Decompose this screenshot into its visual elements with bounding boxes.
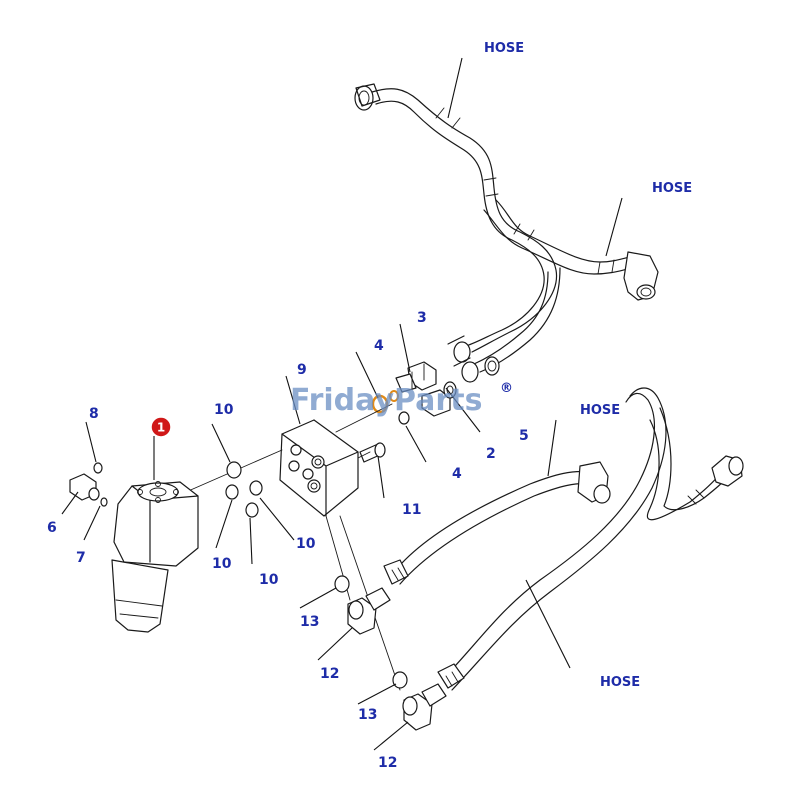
label-part-3[interactable]: 3 xyxy=(417,310,427,326)
label-part-10-top[interactable]: 10 xyxy=(214,402,234,418)
label-part-6[interactable]: 6 xyxy=(47,520,57,536)
o-rings-10 xyxy=(225,461,263,518)
label-part-4-top[interactable]: 4 xyxy=(374,338,384,354)
label-part-10-bottom[interactable]: 10 xyxy=(259,572,279,588)
label-part-10-left[interactable]: 10 xyxy=(212,556,232,572)
label-part-5[interactable]: 5 xyxy=(519,428,529,444)
label-hose-right[interactable]: HOSE xyxy=(652,181,692,196)
watermark-text: FridayParts xyxy=(290,383,482,418)
label-hose-bottom[interactable]: HOSE xyxy=(600,675,640,690)
label-part-9[interactable]: 9 xyxy=(297,362,307,378)
label-part-7[interactable]: 7 xyxy=(76,550,86,566)
fittings-6-7-8 xyxy=(69,462,108,507)
part-1-badge[interactable]: 1 xyxy=(150,416,172,438)
label-part-11[interactable]: 11 xyxy=(402,502,421,518)
bolt-11 xyxy=(357,442,386,463)
watermark-registered-mark: ® xyxy=(500,381,513,396)
watermark: FridayParts ® xyxy=(290,381,513,418)
connector-group-3-4-2 xyxy=(371,361,457,425)
top-hose-assembly xyxy=(354,83,659,383)
label-hose-mid[interactable]: HOSE xyxy=(580,403,620,418)
lower-hose-assembly xyxy=(383,387,744,691)
label-part-2[interactable]: 2 xyxy=(486,446,496,462)
valve-block-9 xyxy=(185,403,401,691)
elbows-12-13 xyxy=(334,575,447,731)
callout-labels: HOSE HOSE HOSE HOSE 2 3 4 4 5 6 7 8 9 10… xyxy=(47,41,692,771)
label-part-13-top[interactable]: 13 xyxy=(300,614,319,630)
label-part-4-bottom[interactable]: 4 xyxy=(452,466,462,482)
part-1-label: 1 xyxy=(157,421,165,435)
leader-lines xyxy=(61,57,623,751)
label-hose-top[interactable]: HOSE xyxy=(484,41,524,56)
label-part-12-bottom[interactable]: 12 xyxy=(378,755,397,771)
label-part-12-top[interactable]: 12 xyxy=(320,666,339,682)
label-part-8[interactable]: 8 xyxy=(89,406,99,422)
label-part-10-right[interactable]: 10 xyxy=(296,536,316,552)
label-part-13-bottom[interactable]: 13 xyxy=(358,707,377,723)
steering-unit-1 xyxy=(111,481,199,633)
